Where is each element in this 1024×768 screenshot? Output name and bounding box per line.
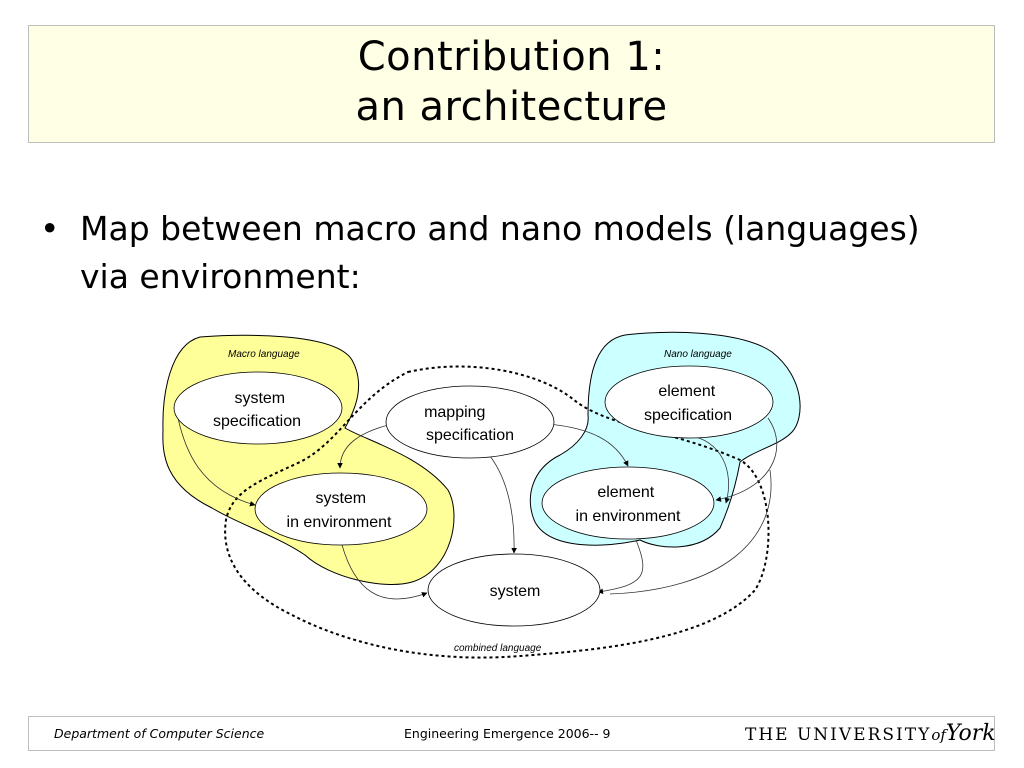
bullet-text-line-2: via environment: xyxy=(80,257,361,296)
logo-university-text: THE UNIVERSITY xyxy=(745,725,932,745)
macro-language-label: Macro language xyxy=(228,349,300,360)
macro-language-region xyxy=(162,334,455,585)
node-label-line: system xyxy=(234,390,285,407)
node-element-specification-label: element specification xyxy=(644,383,732,424)
connector-mapping-to-sysenv xyxy=(337,423,393,469)
connector-elemspec-to-elemenv xyxy=(715,417,778,502)
node-label-line: element xyxy=(658,383,715,400)
footer-bar: Department of Computer Science Engineeri… xyxy=(28,716,996,751)
slide-title-line-1: Contribution 1: xyxy=(357,34,666,80)
node-label-line: specification xyxy=(213,413,301,430)
logo-of-text: of xyxy=(931,726,946,744)
title-box: Contribution 1: an architecture xyxy=(28,25,995,143)
node-system-label: system xyxy=(490,583,541,600)
node-system-specification xyxy=(173,371,343,445)
node-label-line: mapping xyxy=(424,404,485,421)
node-mapping-specification xyxy=(385,385,555,459)
node-element-in-environment-label: element in environment xyxy=(576,484,682,525)
combined-language-label: combined language xyxy=(454,643,542,654)
node-label-line: system xyxy=(490,583,541,600)
combined-language-region xyxy=(224,365,770,659)
node-system xyxy=(427,553,601,627)
connector-elemenv-to-system xyxy=(597,539,644,595)
node-label-line: in environment xyxy=(287,514,393,531)
node-mapping-specification-label: mapping specification xyxy=(424,404,514,444)
bullet-marker: • xyxy=(40,209,60,248)
node-element-specification xyxy=(604,365,774,439)
slide-title-line-2: an architecture xyxy=(355,84,668,130)
footer-department: Department of Computer Science xyxy=(54,726,265,741)
bullet-point: • Map between macro and nano models (lan… xyxy=(40,205,990,301)
node-label-line: in environment xyxy=(576,508,682,525)
node-label-line: system xyxy=(315,490,366,507)
nano-language-label: Nano language xyxy=(664,349,732,360)
node-element-in-environment xyxy=(541,466,715,540)
node-label-line: specification xyxy=(644,407,732,424)
connector-mapping-to-elemenv xyxy=(547,423,629,467)
node-label-line: specification xyxy=(426,427,514,444)
bullet-text-line-1: Map between macro and nano models (langu… xyxy=(80,209,920,248)
connector-sysspec-to-sysenv xyxy=(177,417,256,507)
node-system-in-environment-label: system in environment xyxy=(287,490,393,531)
footer-event: Engineering Emergence 2006-- 9 xyxy=(404,726,611,741)
node-label-line: element xyxy=(597,484,654,501)
connector-mapping-to-system xyxy=(489,455,517,554)
university-of-york-logo: THE UNIVERSITYofYork xyxy=(745,722,996,746)
logo-york-text: York xyxy=(945,721,996,746)
connector-sysenv-to-system xyxy=(341,544,428,600)
node-system-in-environment xyxy=(254,472,428,546)
node-system-specification-label: system specification xyxy=(213,390,301,430)
connector-nano-to-system xyxy=(609,469,772,595)
